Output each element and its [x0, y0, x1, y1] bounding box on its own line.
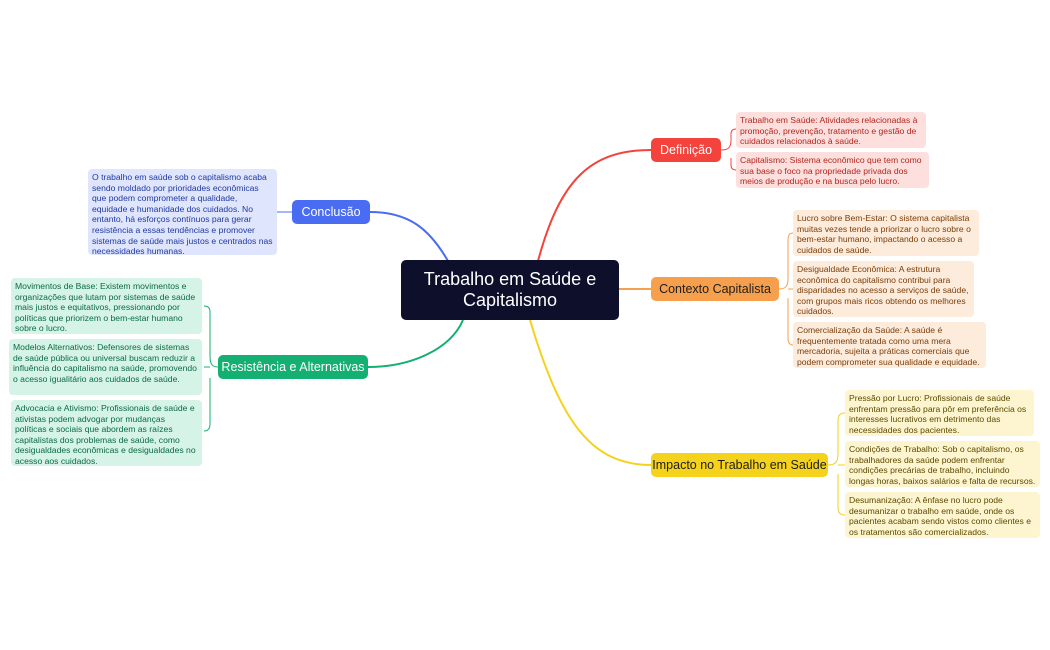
link-def-leaves	[720, 128, 737, 171]
leaf-definicao-2-text: Capitalismo: Sistema econômico que tem c…	[740, 155, 922, 187]
leaf-impacto-3[interactable]: Desumanização: A ênfase no lucro pode de…	[845, 492, 1040, 538]
leaf-contexto-3[interactable]: Comercialização da Saúde: A saúde é freq…	[793, 322, 986, 368]
leaf-contexto-2[interactable]: Desigualdade Econômica: A estrutura econ…	[793, 261, 974, 317]
leaf-contexto-2-text: Desigualdade Econômica: A estrutura econ…	[797, 264, 969, 317]
leaf-resistencia-3[interactable]: Advocacia e Ativismo: Profissionais de s…	[11, 400, 202, 466]
link-res-leaves	[203, 305, 219, 432]
leaf-contexto-1-text: Lucro sobre Bem-Estar: O sistema capital…	[797, 213, 971, 255]
branch-contexto[interactable]: Contexto Capitalista	[651, 277, 779, 301]
leaf-definicao-1[interactable]: Trabalho em Saúde: Atividades relacionad…	[736, 112, 926, 148]
leaf-impacto-1[interactable]: Pressão por Lucro: Profissionais de saúd…	[845, 390, 1034, 436]
link-conclusao	[369, 211, 449, 262]
leaf-resistencia-3-text: Advocacia e Ativismo: Profissionais de s…	[15, 403, 196, 466]
branch-conclusao-label: Conclusão	[301, 205, 361, 219]
branch-contexto-label: Contexto Capitalista	[659, 282, 771, 296]
leaf-conclusao-1[interactable]: O trabalho em saúde sob o capitalismo ac…	[88, 169, 277, 257]
link-definicao	[537, 149, 652, 262]
leaf-definicao-1-text: Trabalho em Saúde: Atividades relacionad…	[740, 115, 918, 147]
branch-definicao-label: Definição	[659, 143, 713, 157]
central-topic-label: Trabalho em Saúde e Capitalismo	[423, 269, 597, 310]
link-impacto	[529, 319, 652, 466]
central-topic[interactable]: Trabalho em Saúde e Capitalismo	[401, 260, 619, 320]
leaf-impacto-3-text: Desumanização: A ênfase no lucro pode de…	[849, 495, 1032, 537]
branch-definicao[interactable]: Definição	[651, 138, 721, 162]
leaf-resistencia-1-text: Movimentos de Base: Existem movimentos e…	[15, 281, 196, 334]
leaf-definicao-2[interactable]: Capitalismo: Sistema econômico que tem c…	[736, 152, 929, 188]
branch-impacto-label: Impacto no Trabalho em Saúde	[652, 458, 827, 472]
leaf-impacto-2[interactable]: Condições de Trabalho: Sob o capitalismo…	[845, 441, 1040, 487]
branch-impacto[interactable]: Impacto no Trabalho em Saúde	[651, 453, 828, 477]
leaf-resistencia-2[interactable]: Modelos Alternativos: Defensores de sist…	[9, 339, 202, 395]
leaf-contexto-3-text: Comercialização da Saúde: A saúde é freq…	[797, 325, 980, 367]
link-resistencia	[367, 319, 464, 368]
leaf-resistencia-2-text: Modelos Alternativos: Defensores de sist…	[13, 342, 197, 384]
leaf-contexto-1[interactable]: Lucro sobre Bem-Estar: O sistema capital…	[793, 210, 979, 256]
link-imp-leaves	[827, 412, 846, 516]
leaf-resistencia-1[interactable]: Movimentos de Base: Existem movimentos e…	[11, 278, 202, 334]
leaf-impacto-1-text: Pressão por Lucro: Profissionais de saúd…	[849, 393, 1027, 435]
branch-conclusao[interactable]: Conclusão	[292, 200, 370, 224]
link-ctx-leaves	[778, 232, 794, 346]
branch-resistencia-label: Resistência e Alternativas	[221, 360, 365, 374]
leaf-impacto-2-text: Condições de Trabalho: Sob o capitalismo…	[849, 444, 1036, 486]
branch-resistencia[interactable]: Resistência e Alternativas	[218, 355, 368, 379]
leaf-conclusao-1-text: O trabalho em saúde sob o capitalismo ac…	[92, 172, 273, 257]
